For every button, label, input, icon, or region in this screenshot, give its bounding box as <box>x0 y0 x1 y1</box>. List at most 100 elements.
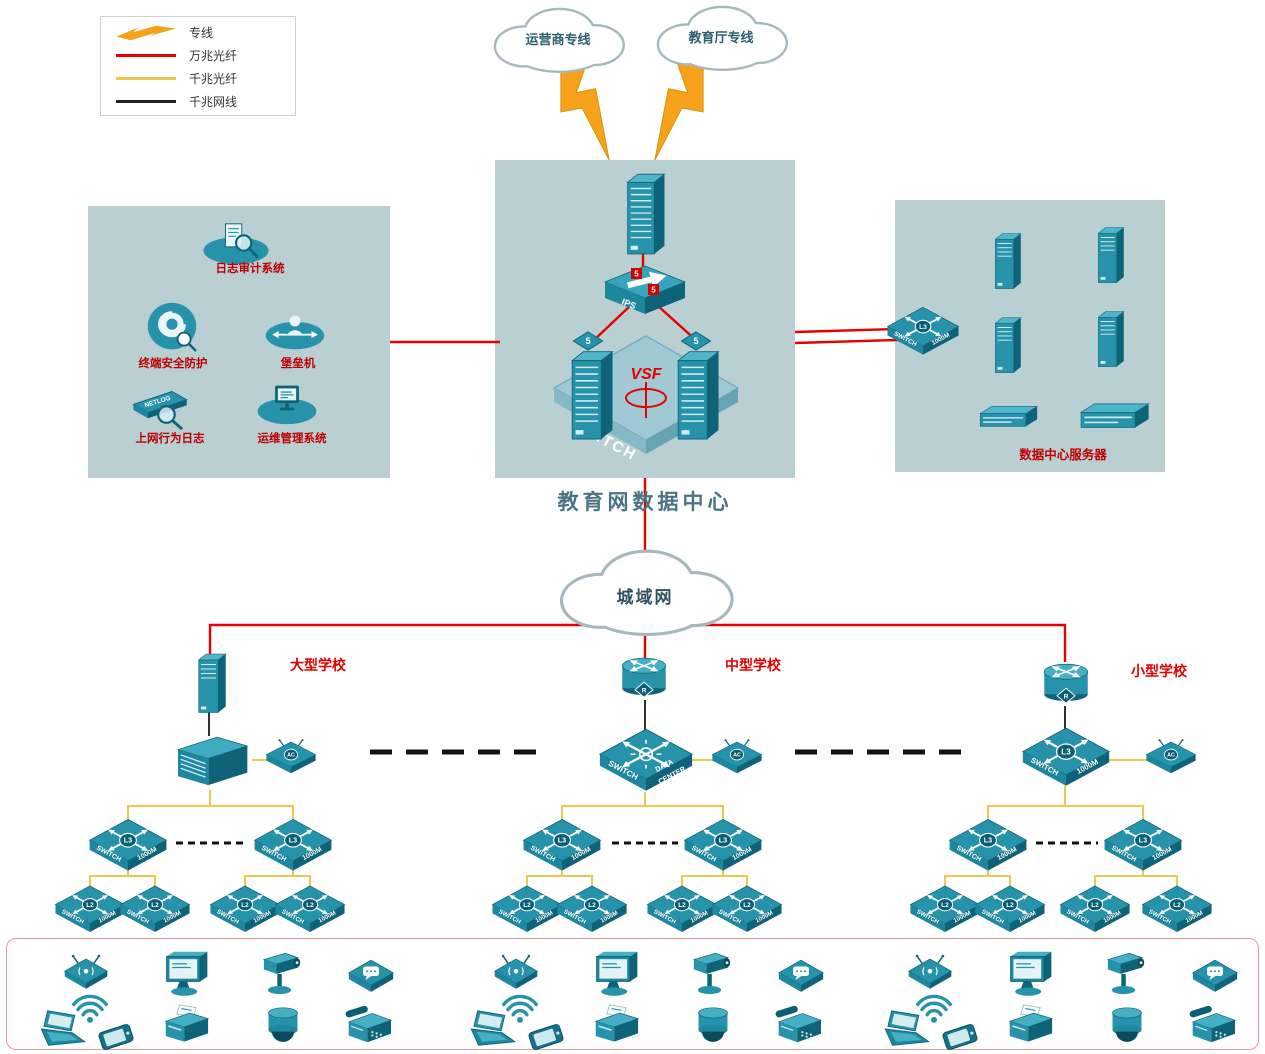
svg-text:L2: L2 <box>1091 902 1099 909</box>
legend-row-10g: 万兆光纤 <box>101 44 295 67</box>
desktop-monitor-icon <box>158 949 216 999</box>
storage-array <box>1076 392 1152 436</box>
legend-row-1g-cable: 千兆网线 <box>101 90 295 113</box>
school-label-large: 大型学校 <box>290 657 346 673</box>
svg-text:L2: L2 <box>678 902 686 909</box>
printer-icon <box>1002 1003 1058 1049</box>
stack-badge-icon: 5 <box>679 330 713 352</box>
legend-label-1g-fiber: 千兆光纤 <box>189 72 238 86</box>
desk-phone-icon <box>1184 1005 1242 1049</box>
svg-text:AC: AC <box>287 753 295 759</box>
printer-icon <box>158 1003 214 1049</box>
medium-school-ac-controller: AC <box>710 736 764 778</box>
education-cloud: 教育厅专线 <box>642 0 800 74</box>
red-line-icon <box>109 54 183 57</box>
log-audit-icon <box>198 220 274 266</box>
core-gateway-server <box>617 166 669 256</box>
svg-text:L2: L2 <box>588 902 596 909</box>
desk-phone-icon <box>340 1005 398 1049</box>
ptz-camera-icon <box>1098 947 1150 999</box>
endpoint-protection-icon <box>142 300 202 354</box>
wifi-signal-icon <box>498 989 542 1025</box>
svg-text:L2: L2 <box>151 902 159 909</box>
wifi-signal-icon <box>912 989 956 1025</box>
svg-text:L3: L3 <box>1139 836 1147 845</box>
svg-text:5: 5 <box>634 270 639 279</box>
datacenter-server <box>1086 222 1132 284</box>
laptop-icon <box>464 1009 522 1049</box>
core-server-left <box>561 340 617 444</box>
endpoint-protection-label: 终端安全防护 <box>138 358 208 370</box>
svg-text:L2: L2 <box>86 902 94 909</box>
wifi-signal-icon <box>68 989 112 1025</box>
desktop-monitor-icon <box>588 949 646 999</box>
man-cloud: 城域网 <box>530 542 760 640</box>
legend-label-dedicated: 专线 <box>189 26 214 40</box>
core-title: 教育网数据中心 <box>557 491 733 514</box>
school-label-medium: 中型学校 <box>725 657 781 673</box>
carrier-cloud: 运营商专线 <box>482 2 634 76</box>
printer-icon <box>588 1003 644 1049</box>
legend-row-dedicated: 专线 <box>101 21 295 44</box>
smartphone-icon <box>936 1021 984 1053</box>
bastion-host-label: 堡垒机 <box>280 358 316 370</box>
large-school-server <box>187 648 233 714</box>
lightning-bolt-icon <box>640 51 718 164</box>
man-cloud-label: 城域网 <box>616 588 674 608</box>
voip-terminal-icon <box>774 957 828 995</box>
lightning-line-icon <box>109 24 183 42</box>
storage-array <box>976 394 1040 436</box>
svg-text:VSF: VSF <box>630 366 662 383</box>
svg-text:L2: L2 <box>941 902 949 909</box>
legend-label-10g: 万兆光纤 <box>189 49 238 63</box>
svg-text:AC: AC <box>733 753 741 759</box>
large-school-ac-controller: AC <box>264 736 318 778</box>
ptz-camera-icon <box>684 947 736 999</box>
laptop-icon <box>34 1009 92 1049</box>
svg-text:L3: L3 <box>124 836 132 845</box>
svg-text:L2: L2 <box>306 902 314 909</box>
server-panel-title: 数据中心服务器 <box>1019 448 1107 462</box>
small-school-ac-controller: AC <box>1144 736 1198 778</box>
large-school-gateway <box>164 730 256 794</box>
svg-text:AC: AC <box>1167 753 1175 759</box>
smartphone-icon <box>522 1021 570 1053</box>
small-school-router: R <box>1036 656 1096 710</box>
wlan-ap-icon <box>904 953 956 991</box>
wlan-ap-icon <box>60 953 112 991</box>
svg-text:5: 5 <box>693 336 698 346</box>
ops-management-label: 运维管理系统 <box>257 433 327 445</box>
svg-text:L3: L3 <box>289 836 297 845</box>
svg-text:L2: L2 <box>523 902 531 909</box>
school-label-small: 小型学校 <box>1131 663 1187 679</box>
dome-camera-icon <box>262 1001 304 1047</box>
voip-terminal-icon <box>1188 957 1242 995</box>
svg-text:5: 5 <box>651 286 656 295</box>
svg-text:L3: L3 <box>919 324 927 331</box>
svg-text:L3: L3 <box>984 836 992 845</box>
legend-label-1g-cable: 千兆网线 <box>189 95 238 109</box>
svg-text:L2: L2 <box>743 902 751 909</box>
black-line-icon <box>109 100 183 103</box>
bastion-host-icon <box>262 310 328 352</box>
yellow-line-icon <box>109 77 183 80</box>
dome-camera-icon <box>1106 1001 1148 1047</box>
svg-text:R: R <box>642 687 647 694</box>
